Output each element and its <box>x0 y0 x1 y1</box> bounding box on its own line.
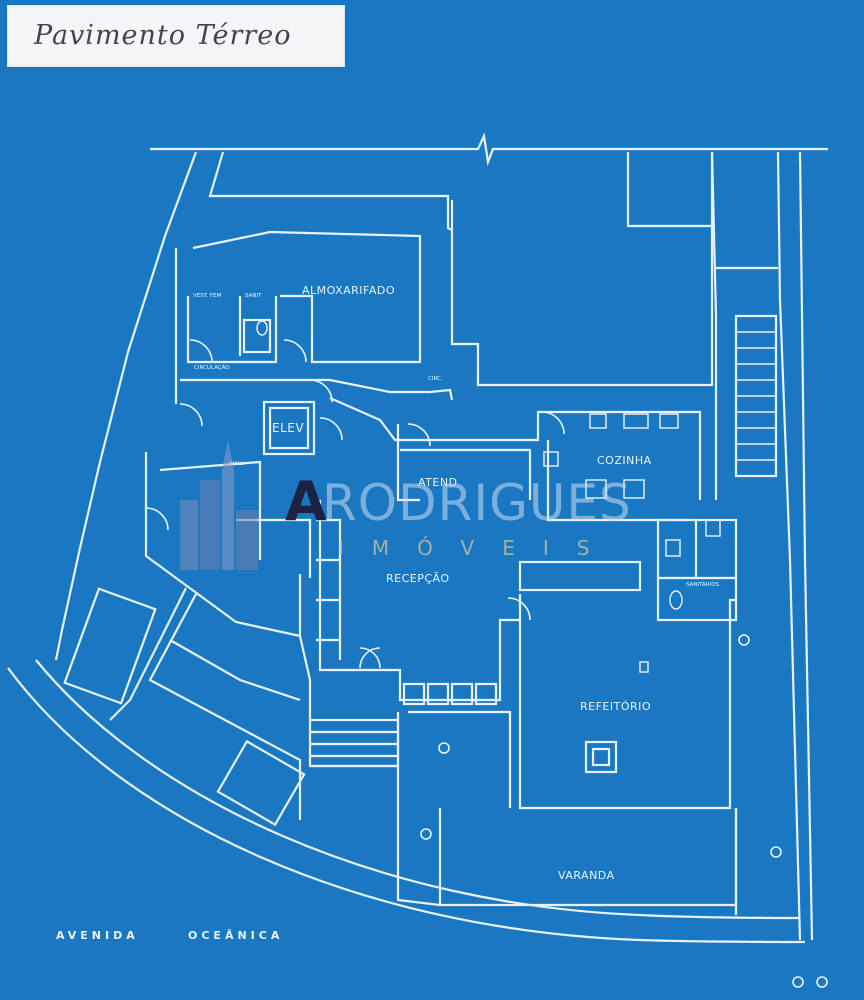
label-street-oceanica: OCEÂNICA <box>188 929 284 942</box>
label-sanit: SANIT <box>245 293 262 299</box>
label-varanda: VARANDA <box>558 869 615 882</box>
hall-inner <box>159 460 262 560</box>
label-circulacao: CIRCULAÇÃO <box>194 365 230 371</box>
kitchen-fixture-1 <box>589 413 607 429</box>
kitchen-fixture-5 <box>623 479 645 499</box>
ne-block <box>626 152 712 228</box>
label-circ: CIRC. <box>428 376 443 382</box>
door-swing-8 <box>145 507 169 531</box>
title-card: Pavimento Térreo <box>8 6 344 66</box>
label-recepcao: RECEPÇÃO <box>386 572 450 585</box>
watermark-skyline <box>180 440 258 570</box>
door-swing-6 <box>407 423 431 447</box>
east-wall <box>710 151 718 500</box>
north-courtyard <box>450 152 714 387</box>
elevator-car <box>268 406 310 450</box>
door-swing-10 <box>359 647 381 669</box>
hall-wall <box>144 452 302 638</box>
reception-stair <box>316 518 342 660</box>
skyline-tower-1 <box>180 500 198 570</box>
south-block-wall <box>396 712 441 907</box>
seat-2 <box>426 682 450 706</box>
label-hall: HALL <box>230 461 245 467</box>
door-swing-1 <box>189 339 213 363</box>
wall-b <box>298 635 312 681</box>
refeitorio-wall <box>518 594 736 810</box>
west-wall <box>54 151 198 661</box>
column-dot-6 <box>738 634 750 646</box>
reception-wall <box>318 500 520 702</box>
south-stair <box>216 739 306 827</box>
refeitorio-column <box>584 740 618 774</box>
watermark-letter: A <box>285 470 327 533</box>
sw-ramp-wall <box>109 587 187 721</box>
east-outer-wall-2 <box>798 151 814 941</box>
door-swing-3 <box>309 379 333 403</box>
watermark-brand: RODRIGUES <box>322 474 632 532</box>
kitchen-counter <box>518 560 642 592</box>
south-block-inner <box>408 710 512 808</box>
kitchen-fixture-4 <box>585 479 607 499</box>
sw-ramp-wall-3 <box>169 639 301 702</box>
door-swing-5 <box>319 417 343 441</box>
door-swing-2 <box>283 339 307 363</box>
label-elev: ELEV <box>272 421 305 435</box>
door-swing-4 <box>179 403 203 427</box>
column-dot-2 <box>420 828 432 840</box>
corridor-main <box>329 396 702 500</box>
almox-wall <box>192 230 422 364</box>
varanda-wall <box>438 808 738 907</box>
sw-stair <box>63 587 157 705</box>
street-curve-outer <box>7 667 806 944</box>
corridor-south <box>400 448 532 500</box>
vest-cubicle <box>242 318 272 354</box>
door-swing-9 <box>507 597 531 621</box>
sw-ramp-wall-2 <box>148 593 302 820</box>
restroom-fixture-2 <box>705 519 721 537</box>
restroom-fixture-1 <box>665 539 681 557</box>
seat-4 <box>474 682 498 706</box>
skyline-tower-3 <box>222 440 234 570</box>
wall-c <box>396 424 420 502</box>
column-dot-4 <box>816 976 828 988</box>
almox-inner <box>186 296 278 364</box>
skyline-tower-4 <box>236 510 258 570</box>
kitchen-fixture-6 <box>543 451 559 467</box>
elevator-shaft <box>262 400 316 456</box>
label-almoxarifado: ALMOXARIFADO <box>302 284 396 297</box>
label-sanitarios: SANITÁRIOS <box>686 582 720 588</box>
corridor-north <box>180 378 454 401</box>
seat-1 <box>402 682 426 706</box>
column-dot-1 <box>438 742 450 754</box>
seat-3 <box>450 682 474 706</box>
plan-title: Pavimento Térreo <box>34 20 292 51</box>
refeitorio-marker <box>639 661 649 673</box>
label-vest-fem: VEST. FEM <box>193 293 222 299</box>
toilet-fixture <box>669 590 683 610</box>
street-curve-inner <box>35 659 801 920</box>
label-atend: ATEND <box>418 476 458 489</box>
plot-top-line <box>150 132 828 167</box>
column-dot-3 <box>792 976 804 988</box>
door-swing-7 <box>541 411 565 435</box>
kitchen-fixture-2 <box>623 413 649 429</box>
column-dot-5 <box>770 846 782 858</box>
kitchen-fixture-3 <box>659 413 679 429</box>
east-outer-wall <box>776 151 802 941</box>
refeitorio-column-inner <box>591 747 611 767</box>
label-cozinha: COZINHA <box>597 454 652 467</box>
door-swing-11 <box>359 647 381 669</box>
west-wall-inner <box>208 151 453 231</box>
label-refeitorio: REFEITÓRIO <box>580 700 652 713</box>
west-stair-wall <box>236 518 312 578</box>
label-street-avenida: AVENIDA <box>56 929 139 942</box>
skyline-tower-2 <box>200 480 220 570</box>
watermark-subtitle: IMÓVEIS <box>338 536 618 560</box>
sanit-fixture <box>256 320 268 336</box>
